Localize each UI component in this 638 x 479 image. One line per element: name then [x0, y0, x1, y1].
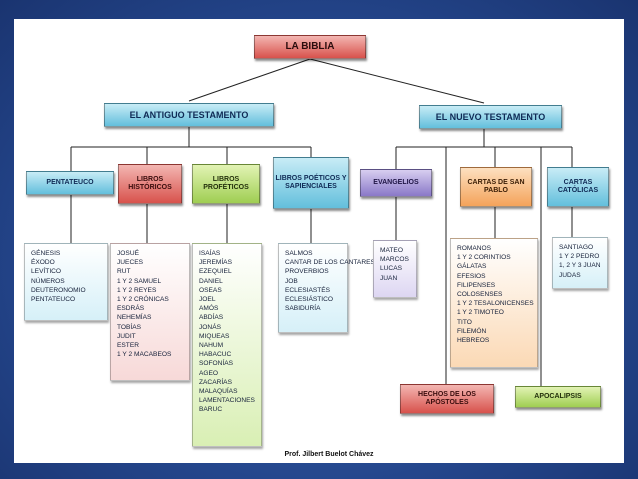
book-item: 1 Y 2 CORINTIOS — [457, 254, 511, 262]
book-item: 1 Y 2 TESALONICENSES — [457, 300, 534, 308]
book-item: JOB — [285, 277, 298, 285]
book-item: BARUC — [199, 406, 223, 414]
book-item: 1 Y 2 TIMOTEO — [457, 309, 504, 317]
book-item: CANTAR DE LOS CANTARES — [285, 259, 375, 267]
book-item: DEUTERONOMIO — [31, 286, 86, 294]
book-item: ECLESIÁSTICO — [285, 296, 334, 304]
book-item: AMÓS — [199, 305, 219, 313]
book-item: NAHUM — [199, 342, 224, 350]
book-item: 1 Y 2 REYES — [117, 286, 157, 294]
book-item: TOBÍAS — [117, 323, 142, 331]
book-item: 1 Y 2 CRÓNICAS — [117, 296, 169, 304]
historicos-node: LIBROS HISTÓRICOS — [118, 164, 182, 204]
book-item: JUECES — [117, 259, 144, 267]
evangelios-node: EVANGELIOS — [360, 169, 432, 197]
book-item: LEVÍTICO — [31, 268, 62, 276]
cartas-pablo-node: CARTAS DE SAN PABLO — [460, 167, 532, 207]
book-item: EZEQUIEL — [199, 268, 232, 276]
book-item: FILIPENSES — [457, 281, 496, 289]
book-item: JOEL — [199, 296, 216, 304]
book-item: JUDAS — [559, 271, 581, 279]
book-item: RUT — [117, 268, 131, 276]
book-item: 1 Y 2 PEDRO — [559, 253, 600, 261]
book-item: ESDRÁS — [117, 305, 145, 313]
book-item: 1, 2 Y 3 JUAN — [559, 262, 601, 270]
book-item: JUDIT — [117, 332, 136, 340]
apocalipsis-node: APOCALIPSIS — [515, 386, 601, 408]
author-credit: Prof. Jilbert Buelot Chávez — [284, 451, 374, 458]
hechos-node: HECHOS DE LOS APÓSTOLES — [400, 384, 494, 414]
book-item: ECLESIASTÉS — [285, 286, 331, 294]
book-item: FILEMÓN — [457, 327, 487, 335]
book-item: ZACARÍAS — [199, 378, 232, 386]
book-item: MATEO — [380, 247, 403, 254]
book-item: MARCOS — [380, 256, 409, 264]
book-item: 1 Y 2 MACABEOS — [117, 351, 172, 359]
book-item: ÉXODO — [31, 259, 55, 267]
book-item: OSEAS — [199, 286, 222, 294]
book-item: MALAQUÍAS — [199, 388, 238, 396]
book-item: EFESIOS — [457, 272, 486, 280]
book-item: GÁLATAS — [457, 263, 487, 271]
book-item: ABDÍAS — [199, 314, 224, 322]
book-item: NEHEMÍAS — [117, 314, 152, 322]
connector-lines — [70, 58, 573, 386]
book-item: JONÁS — [199, 323, 221, 331]
root-node: LA BIBLIA — [254, 35, 366, 59]
book-item: ROMANOS — [457, 245, 492, 252]
cartas-catolicas-node: CARTAS CATÓLICAS — [547, 167, 609, 207]
book-item: LUCAS — [380, 265, 402, 273]
book-item: 1 Y 2 SAMUEL — [117, 277, 162, 285]
book-item: NÚMEROS — [31, 277, 65, 285]
book-item: GÉNESIS — [31, 250, 61, 257]
book-item: ESTER — [117, 342, 139, 350]
book-item: PROVERBIOS — [285, 268, 329, 276]
antiguo-testamento-node: EL ANTIGUO TESTAMENTO — [104, 103, 274, 127]
book-item: LAMENTACIONES — [199, 397, 255, 405]
profeticos-node: LIBROS PROFÉTICOS — [192, 164, 260, 204]
book-item: HEBREOS — [457, 337, 490, 345]
book-item: SALMOS — [285, 250, 313, 257]
diagram-canvas: LA BIBLIA EL ANTIGUO TESTAMENTO EL NUEVO… — [14, 19, 624, 463]
book-item: JEREMÍAS — [199, 259, 232, 267]
book-item: JOSUÉ — [117, 250, 139, 257]
book-item: PENTATEUCO — [31, 296, 76, 304]
book-item: AGEO — [199, 369, 219, 377]
book-item: SOFONÍAS — [199, 360, 234, 368]
book-item: JUAN — [380, 274, 398, 282]
book-item: ISAÍAS — [199, 250, 221, 257]
book-item: COLOSENSES — [457, 291, 503, 299]
pentateuco-node: PENTATEUCO — [26, 171, 114, 195]
book-item: DANIEL — [199, 277, 223, 285]
poeticos-node: LIBROS POÉTICOS Y SAPIENCIALES — [273, 157, 349, 209]
book-item: HABACUC — [199, 351, 232, 359]
book-item: TITO — [457, 318, 472, 326]
book-item: SABIDURÍA — [285, 305, 321, 313]
nuevo-testamento-node: EL NUEVO TESTAMENTO — [419, 105, 562, 129]
book-item: SANTIAGO — [559, 244, 594, 251]
book-item: MIQUEAS — [199, 332, 230, 340]
